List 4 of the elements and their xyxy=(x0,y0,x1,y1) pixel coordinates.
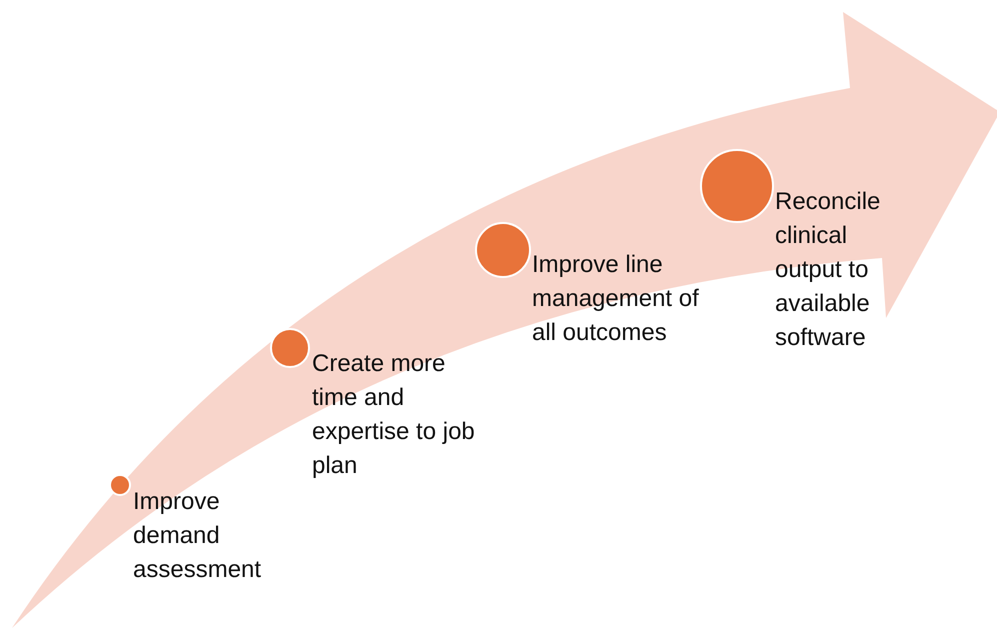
step-label: Create more time and expertise to job plan xyxy=(312,349,476,481)
step-label: Improve line management of all outcomes xyxy=(532,250,700,348)
step-label: Reconcile clinical output to available software xyxy=(775,187,882,353)
step-label: Improve demand assessment xyxy=(133,487,262,585)
